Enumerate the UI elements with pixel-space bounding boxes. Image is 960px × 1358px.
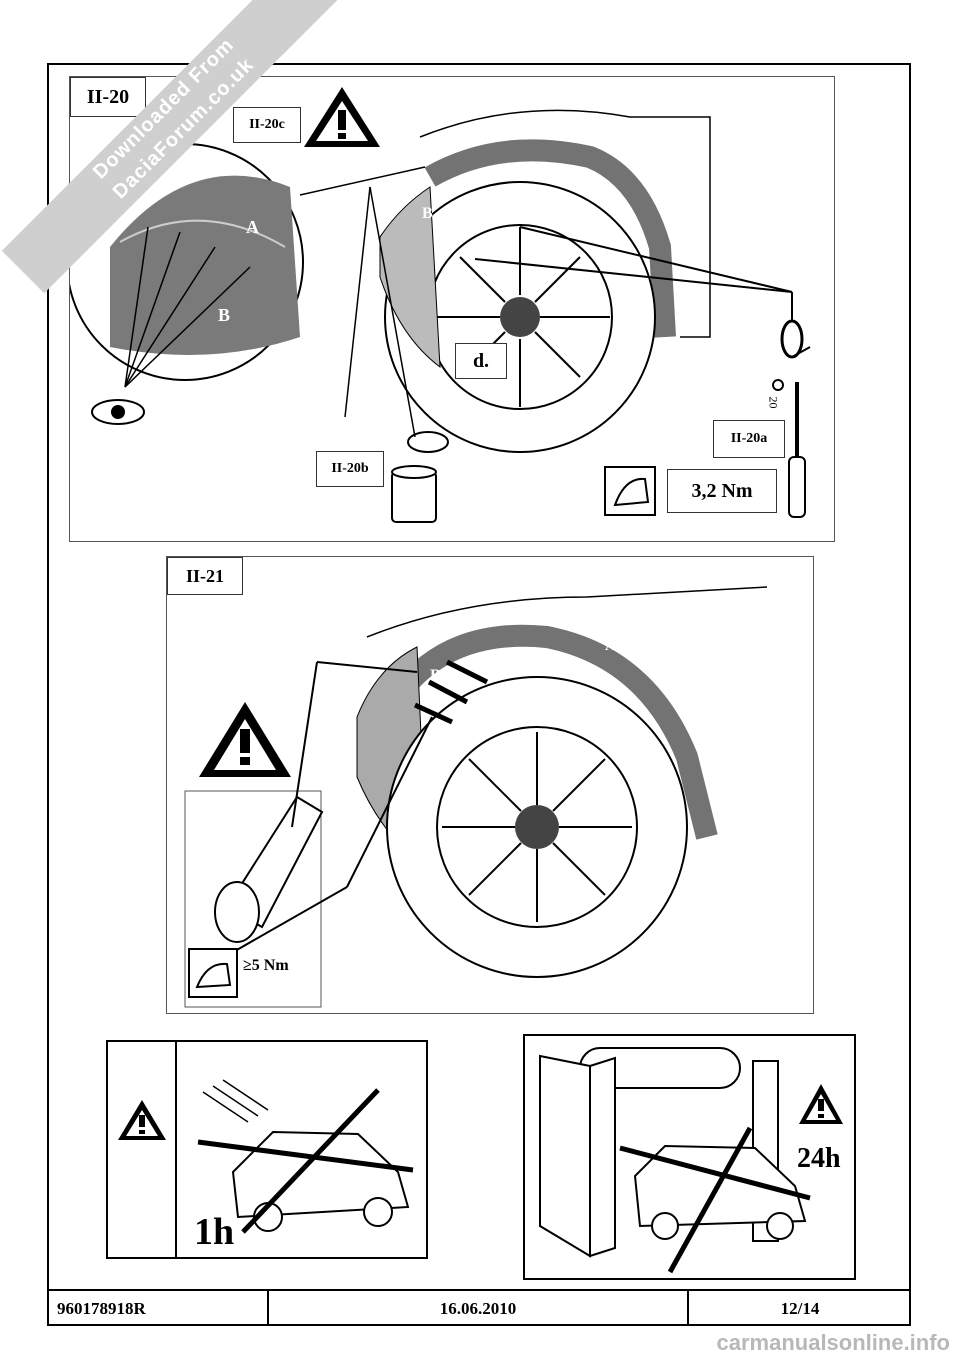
- part-a-label: A: [605, 637, 617, 654]
- torque-icon: [604, 466, 656, 516]
- tool-size-label: 20: [766, 396, 781, 409]
- fender-detail: [110, 175, 300, 355]
- figure-ii-20: II-20 II-20c II-20b II-20a d. 3,2 Nm A B…: [69, 76, 835, 542]
- warning-icon: [304, 87, 380, 147]
- warning-icon: [199, 702, 291, 777]
- figure-label: II-20: [70, 77, 146, 117]
- notice-no-car-wash-drawing: [539, 1047, 843, 1274]
- clip-icon: [391, 431, 449, 523]
- footer: 960178918R 16.06.2010 12/14: [47, 1289, 911, 1326]
- screwdriver-icon: [772, 379, 806, 518]
- figure-ii-21: II-21 ≥5 Nm A B: [166, 556, 814, 1014]
- site-watermark: carmanualsonline.info: [716, 1330, 951, 1355]
- warning-icon: [799, 1084, 843, 1124]
- figure-ii-21-drawing: [184, 586, 768, 1008]
- sub-figure-b-label: II-20b: [316, 451, 384, 487]
- document-date: 16.06.2010: [269, 1291, 689, 1326]
- torque-icon: [188, 948, 238, 998]
- warning-icon: [118, 1100, 166, 1140]
- figure-label: II-21: [167, 557, 243, 595]
- notice-no-driving: 1h: [106, 1040, 428, 1259]
- no-driving-icon: [197, 1088, 414, 1234]
- rotate-icon: [780, 319, 811, 359]
- part-a-label: A: [246, 217, 259, 237]
- duration-label: 24h: [797, 1143, 841, 1174]
- page-number: 12/14: [780, 1298, 820, 1318]
- part-b-label: B: [430, 667, 441, 684]
- torque-value: 3,2 Nm: [667, 469, 777, 513]
- sub-figure-a-label: II-20a: [713, 420, 785, 458]
- torque-value: ≥5 Nm: [243, 957, 289, 974]
- no-car-wash-icon: [619, 1126, 811, 1274]
- part-a-label-car: A: [586, 171, 598, 188]
- detail-d-label: d.: [455, 343, 507, 379]
- part-b-label-car: B: [422, 205, 433, 222]
- duration-label: 1h: [194, 1211, 235, 1253]
- page-frame: [47, 63, 911, 1326]
- part-b-label: B: [218, 305, 231, 325]
- eye-icon: [91, 399, 145, 425]
- sub-figure-c-label: II-20c: [233, 107, 301, 143]
- notice-no-car-wash: 24h: [523, 1034, 856, 1280]
- notice-no-driving-drawing: [118, 1042, 414, 1257]
- document-reference: 960178918R: [47, 1291, 269, 1326]
